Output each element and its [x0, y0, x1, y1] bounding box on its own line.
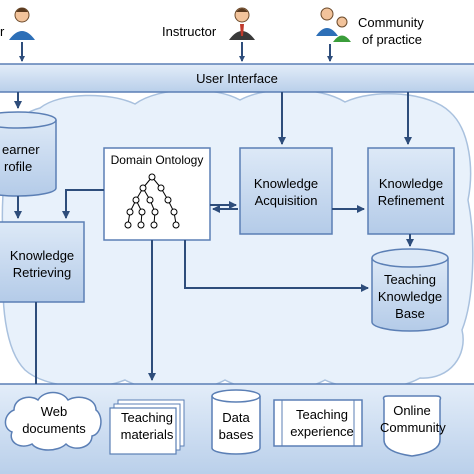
community-icon — [316, 7, 351, 42]
knowledge-retrieving-label-line2: Retrieving — [12, 265, 72, 280]
flow-arrows — [14, 92, 414, 384]
web-documents-cloud — [4, 391, 102, 451]
learner-icon — [9, 7, 35, 40]
knowledge-acquisition-box — [239, 147, 333, 235]
knowledge-retrieving-label-line1: Knowledge — [9, 248, 75, 263]
data-bases-label-line2: bases — [218, 427, 254, 442]
teaching-materials-stack — [109, 399, 185, 455]
learner-profile-cylinder — [0, 111, 57, 197]
learner-profile-label-line1: earner — [2, 142, 40, 157]
instructor-icon — [229, 7, 255, 40]
learner-label: r — [0, 24, 5, 39]
teaching-experience-label-line2: experience — [290, 424, 354, 439]
teaching-experience-label-line1: Teaching — [295, 407, 349, 422]
instructor-label: Instructor — [162, 24, 217, 39]
teaching-kb-label-line2: Knowledge — [377, 289, 443, 304]
web-documents-label-line1: Web — [40, 404, 68, 419]
knowledge-refinement-label-line2: Refinement — [377, 193, 445, 208]
community-label-line1: Community — [358, 15, 424, 30]
knowledge-refinement-box — [367, 147, 455, 235]
ontology-tree-icon — [124, 173, 180, 229]
user-interface-label: User Interface — [196, 71, 278, 86]
learner-profile-label-line2: rofile — [4, 159, 33, 174]
online-community-label-line2: Community — [380, 420, 446, 435]
knowledge-acquisition-label-line2: Acquisition — [254, 193, 318, 208]
actor-arrows — [19, 42, 333, 62]
data-bases-cylinder — [211, 389, 261, 455]
teaching-kb-label-line3: Base — [395, 306, 425, 321]
teaching-kb-label-line1: Teaching — [383, 272, 437, 287]
knowledge-acquisition-label-line1: Knowledge — [253, 176, 319, 191]
web-documents-label-line2: documents — [22, 421, 86, 436]
online-community-shape — [382, 395, 442, 457]
domain-ontology-label: Domain Ontology — [110, 153, 204, 167]
teaching-experience-box — [273, 399, 363, 447]
teaching-knowledge-base-cylinder — [371, 248, 449, 332]
knowledge-refinement-label-line1: Knowledge — [378, 176, 444, 191]
user-interface-bar — [0, 63, 474, 93]
online-community-label-line1: Online — [393, 403, 431, 418]
community-label-line2: of practice — [362, 32, 422, 47]
data-bases-label-line1: Data — [222, 410, 250, 425]
teaching-materials-label-line1: Teaching — [120, 410, 174, 425]
knowledge-retrieving-box — [0, 221, 85, 303]
teaching-materials-label-line2: materials — [120, 427, 174, 442]
